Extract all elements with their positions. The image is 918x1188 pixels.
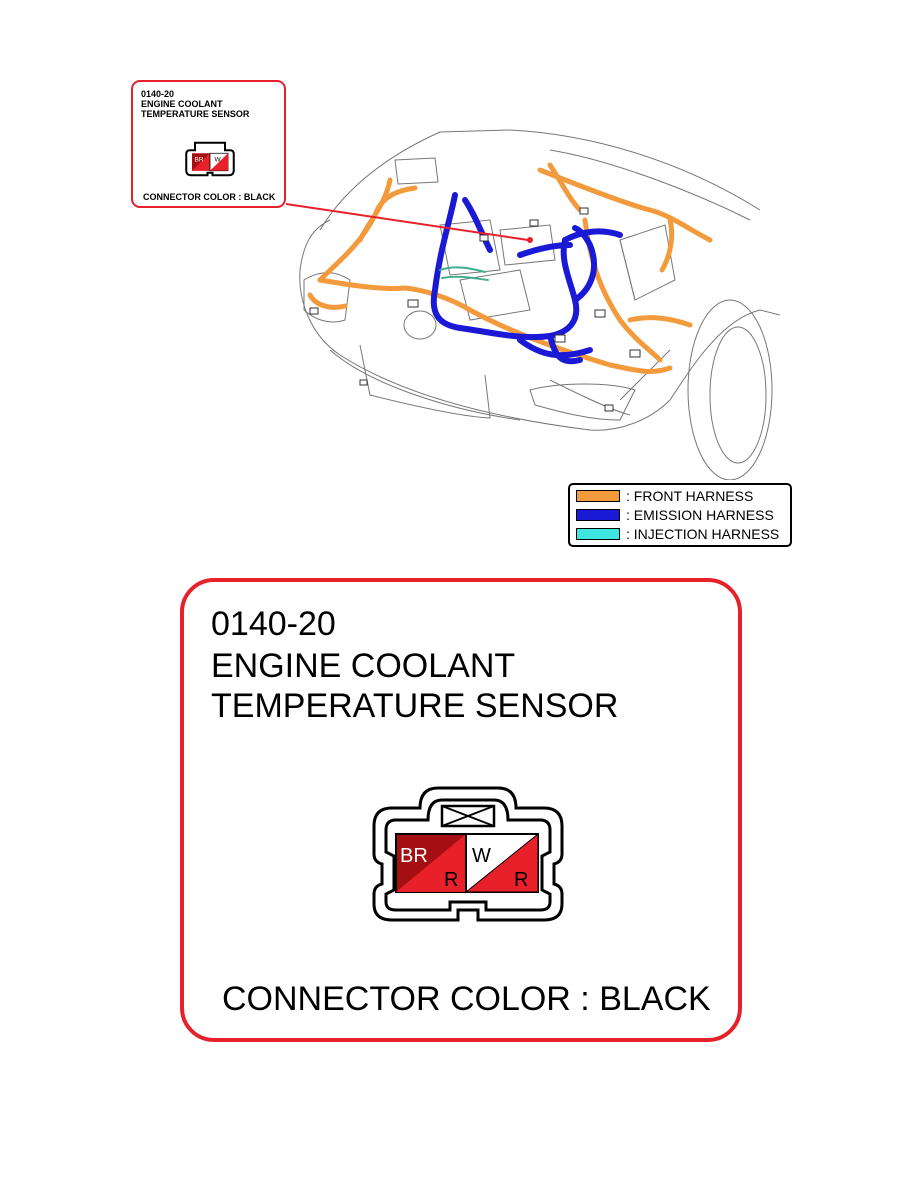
big-callout: 0140-20 ENGINE COOLANT TEMPERATURE SENSO… <box>180 578 742 1042</box>
svg-text:W: W <box>215 157 222 164</box>
engine-bay-illustration <box>299 129 780 480</box>
svg-text:BR: BR <box>195 157 204 164</box>
legend-item-injection: : INJECTION HARNESS <box>576 526 779 542</box>
legend-label: : FRONT HARNESS <box>626 488 754 504</box>
connector-name: ENGINE COOLANT TEMPERATURE SENSOR <box>211 647 619 725</box>
small-connector-color: CONNECTOR COLOR : BLACK <box>143 192 276 202</box>
legend-label: : INJECTION HARNESS <box>626 526 780 542</box>
small-connector-name: ENGINE COOLANT TEMPERATURE SENSOR <box>141 99 250 119</box>
connector-color: CONNECTOR COLOR : BLACK <box>222 980 711 1018</box>
small-connector-icon: BR W <box>185 141 235 177</box>
pin2-wire-label: W <box>472 845 491 867</box>
emission-harness-swatch <box>576 509 620 521</box>
front-harness-swatch <box>576 490 620 502</box>
legend-item-front: : FRONT HARNESS <box>576 488 753 504</box>
pin1-stripe-label: R <box>444 869 458 891</box>
injection-harness-swatch <box>576 528 620 540</box>
pin2-stripe-label: R <box>514 869 528 891</box>
connector-code: 0140-20 <box>211 605 336 643</box>
small-connector-code: 0140-20 <box>141 89 175 99</box>
leader-line <box>285 203 533 243</box>
legend-item-emission: : EMISSION HARNESS <box>576 507 774 523</box>
legend-label: : EMISSION HARNESS <box>626 507 774 523</box>
connector-face-icon: BR R W R <box>372 786 564 922</box>
harness-legend: : FRONT HARNESS : EMISSION HARNESS : INJ… <box>568 483 792 547</box>
small-callout: 0140-20 ENGINE COOLANT TEMPERATURE SENSO… <box>131 80 286 208</box>
pin1-wire-label: BR <box>400 845 428 867</box>
